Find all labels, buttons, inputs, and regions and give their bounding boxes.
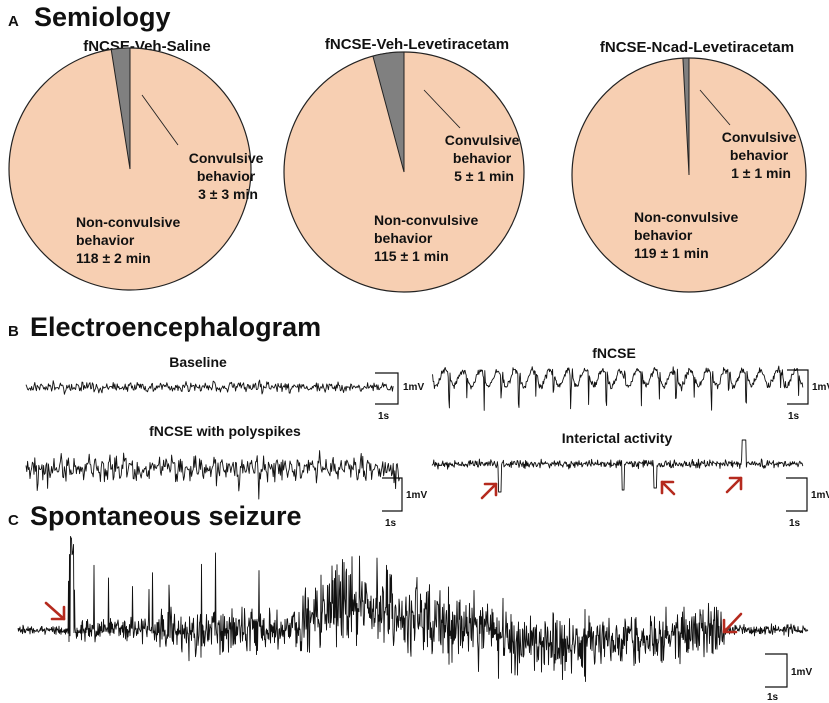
pie-title: fNCSE-Ncad-Levetiracetam — [600, 39, 794, 56]
panel-c-title: Spontaneous seizure — [30, 501, 302, 531]
scale-time-label: 1s — [789, 518, 801, 529]
scale-voltage-label: 1mV — [403, 382, 424, 393]
scale-time-label: 1s — [767, 692, 779, 703]
pie-chart-veh-levetiracetam: fNCSE-Veh-Levetiracetam Convulsive behav… — [283, 36, 525, 293]
scale-bar-lines — [765, 653, 788, 688]
scale-bar-fncse: 1mV 1s — [787, 369, 829, 422]
arrow-seizure-onset — [44, 601, 66, 621]
pie-label-non-convulsive: Non-convulsive behavior 119 ± 1 min — [634, 209, 742, 261]
scale-bar-lines — [375, 372, 399, 405]
pie-label-convulsive: Convulsive behavior 5 ± 1 min — [445, 132, 524, 184]
pie-label-convulsive: Convulsive behavior 1 ± 1 min — [722, 129, 801, 181]
panel-b-letter: B — [8, 323, 19, 340]
pie-chart-veh-saline: fNCSE-Veh-Saline Convulsive behavior 3 ±… — [8, 38, 268, 291]
scale-bar-interictal: 1mV 1s — [786, 477, 829, 529]
pie-label-non-convulsive: Non-convulsive behavior 118 ± 2 min — [76, 214, 184, 266]
arrow-seizure-onset-head — [50, 605, 66, 621]
panel-c-letter: C — [8, 512, 19, 529]
pie-label-convulsive: Convulsive behavior 3 ± 3 min — [189, 150, 268, 202]
eeg-trace-baseline — [25, 379, 394, 395]
arrow-seizure-end-head — [722, 618, 738, 634]
scale-time-label: 1s — [788, 411, 800, 422]
scale-bar-polyspikes: 1mV 1s — [382, 477, 427, 529]
arrow-interictal-3 — [725, 476, 743, 494]
scale-bar-lines — [786, 477, 808, 512]
panel-a-letter: A — [8, 13, 19, 30]
pie-title: fNCSE-Veh-Levetiracetam — [325, 36, 509, 53]
pie-slice-convulsive — [682, 57, 690, 176]
arrow-interictal-1 — [480, 482, 498, 500]
pie-slice-convulsive — [372, 51, 405, 173]
scale-time-label: 1s — [378, 411, 390, 422]
pie-chart-ncad-levetiracetam: fNCSE-Ncad-Levetiracetam Convulsive beha… — [571, 39, 807, 293]
scale-voltage-label: 1mV — [812, 382, 829, 393]
arrow-interictal-3-head — [728, 476, 743, 491]
scale-voltage-label: 1mV — [791, 667, 812, 678]
trace-title-baseline: Baseline — [169, 354, 227, 370]
pie-leader-line — [699, 89, 731, 126]
scale-voltage-label: 1mV — [811, 490, 829, 501]
scale-bar-lines — [787, 369, 809, 405]
arrow-interictal-2-head — [660, 480, 675, 495]
eeg-trace-spontaneous-seizure — [17, 535, 809, 682]
scale-bar-baseline: 1mV 1s — [375, 372, 424, 422]
scale-bar-seizure: 1mV 1s — [765, 653, 812, 703]
pie-label-non-convulsive: Non-convulsive behavior 115 ± 1 min — [374, 212, 482, 264]
pie-leader-line — [423, 89, 461, 129]
trace-title-polyspikes: fNCSE with polyspikes — [149, 423, 301, 439]
arrow-interictal-2 — [660, 480, 676, 496]
trace-title-fncse: fNCSE — [592, 345, 636, 361]
arrow-seizure-end — [722, 612, 743, 634]
panel-a-title: Semiology — [34, 2, 171, 32]
scale-bar-lines — [382, 477, 403, 512]
scale-voltage-label: 1mV — [406, 490, 427, 501]
pie-leader-line — [141, 94, 179, 146]
arrow-interictal-1-head — [483, 482, 498, 497]
eeg-trace-fncse — [431, 365, 804, 411]
pie-slice-convulsive — [110, 47, 131, 170]
trace-title-interictal: Interictal activity — [562, 430, 673, 446]
eeg-trace-interictal — [431, 439, 804, 493]
scale-time-label: 1s — [385, 518, 397, 529]
eeg-trace-polyspikes — [25, 450, 401, 500]
panel-b-title: Electroencephalogram — [30, 312, 321, 342]
